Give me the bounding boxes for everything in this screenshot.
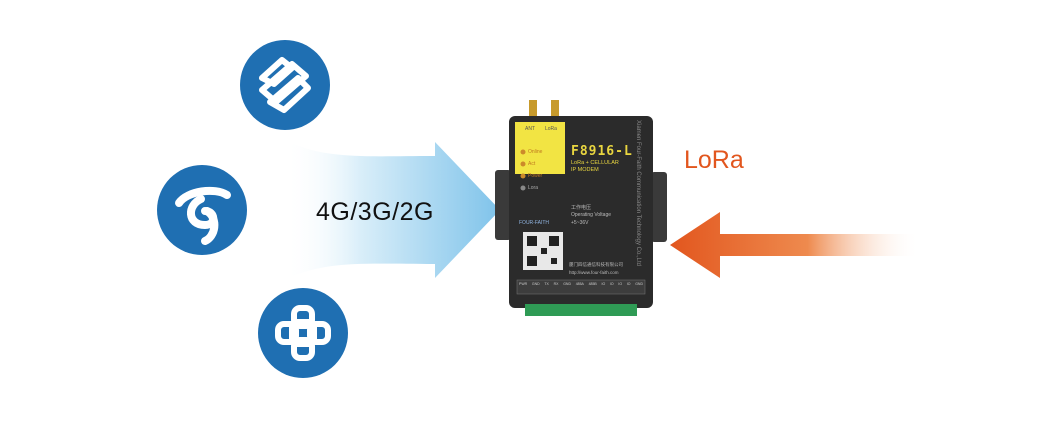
- antenna-ant: [529, 100, 537, 122]
- mount-ear-left: [495, 170, 511, 240]
- company-side-text: Xiamen Four-Faith Communication Technolo…: [635, 120, 641, 266]
- china-unicom-icon: [275, 305, 331, 361]
- terminal-label: IO: [609, 282, 614, 286]
- terminal-label: 485A: [575, 282, 584, 286]
- terminal-label: 485B: [588, 282, 597, 286]
- cellular-arrow: [285, 140, 500, 280]
- network-label: 4G/3G/2G: [316, 198, 434, 226]
- voltage-label: Operating Voltage: [571, 212, 612, 218]
- antenna-lora: [551, 100, 559, 122]
- terminal-label: TX: [544, 282, 549, 286]
- voltage-label-cn: 工作电压: [571, 205, 592, 211]
- indicator-online: Online: [528, 149, 543, 155]
- lora-label: LoRa: [684, 146, 744, 174]
- terminal-block: [525, 304, 637, 316]
- mount-ear-right: [651, 172, 667, 242]
- antenna-label-ant: ANT: [525, 126, 535, 132]
- china-mobile-icon: [259, 57, 311, 113]
- china-mobile-logo: [240, 40, 330, 130]
- device-model: F8916-L: [571, 144, 633, 159]
- terminal-label: IO: [618, 282, 623, 286]
- terminal-label: GND: [635, 282, 643, 286]
- company-cn: 厦门四信通信科技有限公司: [569, 262, 623, 267]
- china-telecom-icon: [175, 186, 231, 245]
- device-subtitle-1: LoRa + CELLULAR: [571, 160, 619, 166]
- antenna-label-lora: LoRa: [545, 126, 557, 132]
- indicator-power: Power: [528, 173, 543, 179]
- device-subtitle-2: IP MODEM: [571, 167, 599, 173]
- lora-arrow: [670, 212, 920, 278]
- indicator-lora: Lora: [528, 185, 539, 191]
- terminal-label: GND: [563, 282, 571, 286]
- indicator-act: Act: [528, 161, 536, 167]
- china-telecom-logo: [157, 165, 247, 255]
- voltage-value: +5~36V: [571, 220, 589, 226]
- f8916-l-modem: ANT LoRa Online Act Power Lora F8916-L L…: [495, 100, 667, 318]
- china-unicom-logo: [258, 288, 348, 378]
- terminal-label: GND: [531, 282, 540, 286]
- company-url: http://www.four-faith.com: [569, 270, 619, 275]
- terminal-label: RX: [553, 282, 559, 286]
- terminal-labels: PWR GND TX RX GND 485A 485B IO IO IO IO …: [519, 282, 643, 286]
- device-brand: FOUR-FAITH: [519, 220, 549, 226]
- terminal-label: IO: [626, 282, 631, 286]
- terminal-label: PWR: [519, 282, 528, 286]
- terminal-label: IO: [601, 282, 606, 286]
